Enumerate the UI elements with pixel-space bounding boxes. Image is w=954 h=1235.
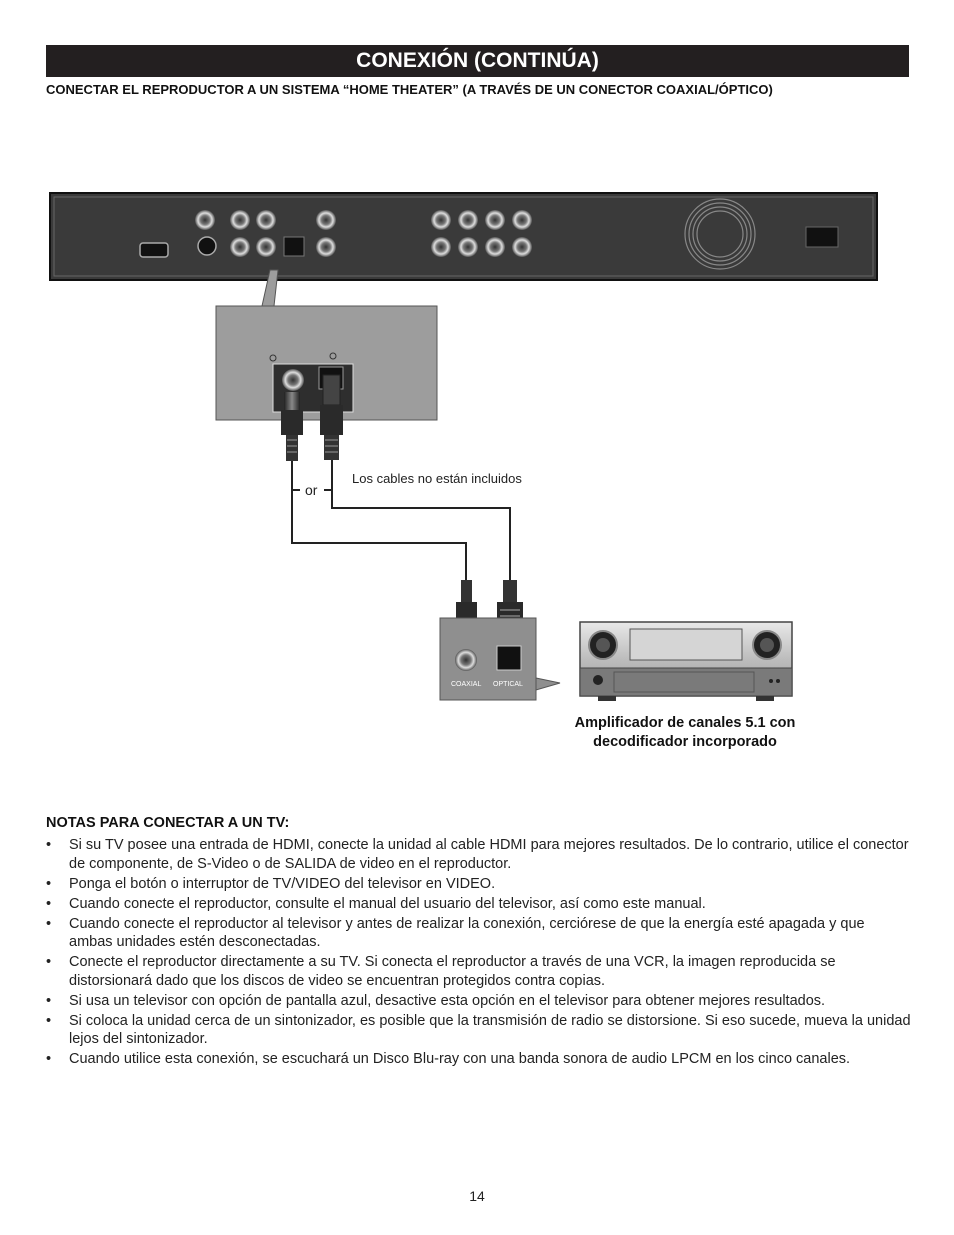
rca-jack-icon (256, 210, 276, 230)
amplifier-caption-line1: Amplificador de canales 5.1 con (574, 715, 796, 731)
coaxial-label: COAXIAL (451, 681, 481, 688)
or-label: or (305, 482, 318, 498)
amplifier-caption-line2: decodificador incorporado (593, 734, 777, 750)
rca-jack-icon (195, 210, 215, 230)
notes-title: NOTAS PARA CONECTAR A UN TV: (46, 815, 290, 831)
coaxial-jack-icon (256, 237, 276, 257)
coaxial-plug-icon (281, 392, 303, 461)
list-item: Si su TV posee una entrada de HDMI, cone… (46, 836, 911, 873)
rca-jack-icon (316, 237, 336, 257)
coaxial-jack-icon (455, 649, 477, 671)
rca-jack-icon (458, 237, 478, 257)
cable-lines (291, 460, 511, 580)
page-number: 14 (469, 1188, 485, 1204)
rca-jack-icon (230, 237, 250, 257)
optical-port-icon (283, 236, 305, 257)
fan-grille-icon (684, 198, 756, 270)
rca-jack-icon (485, 210, 505, 230)
list-item: Si usa un televisor con opción de pantal… (46, 992, 911, 1011)
coaxial-jack-icon (282, 369, 304, 391)
list-item: Cuando conecte el reproductor, consulte … (46, 895, 911, 914)
power-socket-icon (805, 226, 839, 248)
amplifier-icon (579, 621, 793, 701)
optical-plug-icon (320, 374, 343, 460)
list-item: Cuando utilice esta conexión, se escucha… (46, 1050, 911, 1069)
amplifier-caption: Amplificador de canales 5.1 con decodifi… (545, 714, 825, 752)
rca-jack-icon (512, 237, 532, 257)
rca-jack-icon (485, 237, 505, 257)
section-title: CONEXIÓN (CONTINÚA) (356, 49, 599, 72)
notes-list: Si su TV posee una entrada de HDMI, cone… (46, 836, 911, 1070)
optical-label: OPTICAL (493, 681, 523, 688)
rca-jack-icon (512, 210, 532, 230)
rca-jack-icon (458, 210, 478, 230)
connection-diagram: COAXIAL OPTICAL (49, 192, 878, 701)
zoom-callout (215, 269, 438, 421)
rca-jack-icon (431, 210, 451, 230)
list-item: Cuando conecte el reproductor al televis… (46, 915, 911, 952)
player-rear-panel (49, 192, 878, 281)
rca-jack-icon (431, 237, 451, 257)
list-item: Conecte el reproductor directamente a su… (46, 953, 911, 990)
hdmi-port-icon (139, 242, 169, 258)
subsection-title: CONECTAR EL REPRODUCTOR A UN SISTEMA “HO… (46, 82, 773, 97)
optical-port-icon (496, 645, 522, 671)
cables-caption: Los cables no están incluidos (352, 471, 522, 486)
section-header: CONEXIÓN (CONTINÚA) (46, 45, 909, 77)
list-item: Si coloca la unidad cerca de un sintoniz… (46, 1012, 911, 1049)
list-item: Ponga el botón o interruptor de TV/VIDEO… (46, 875, 911, 894)
amplifier-input-panel: COAXIAL OPTICAL (439, 617, 561, 701)
rca-jack-icon (316, 210, 336, 230)
rca-jack-icon (230, 210, 250, 230)
s-video-port-icon (197, 236, 217, 256)
